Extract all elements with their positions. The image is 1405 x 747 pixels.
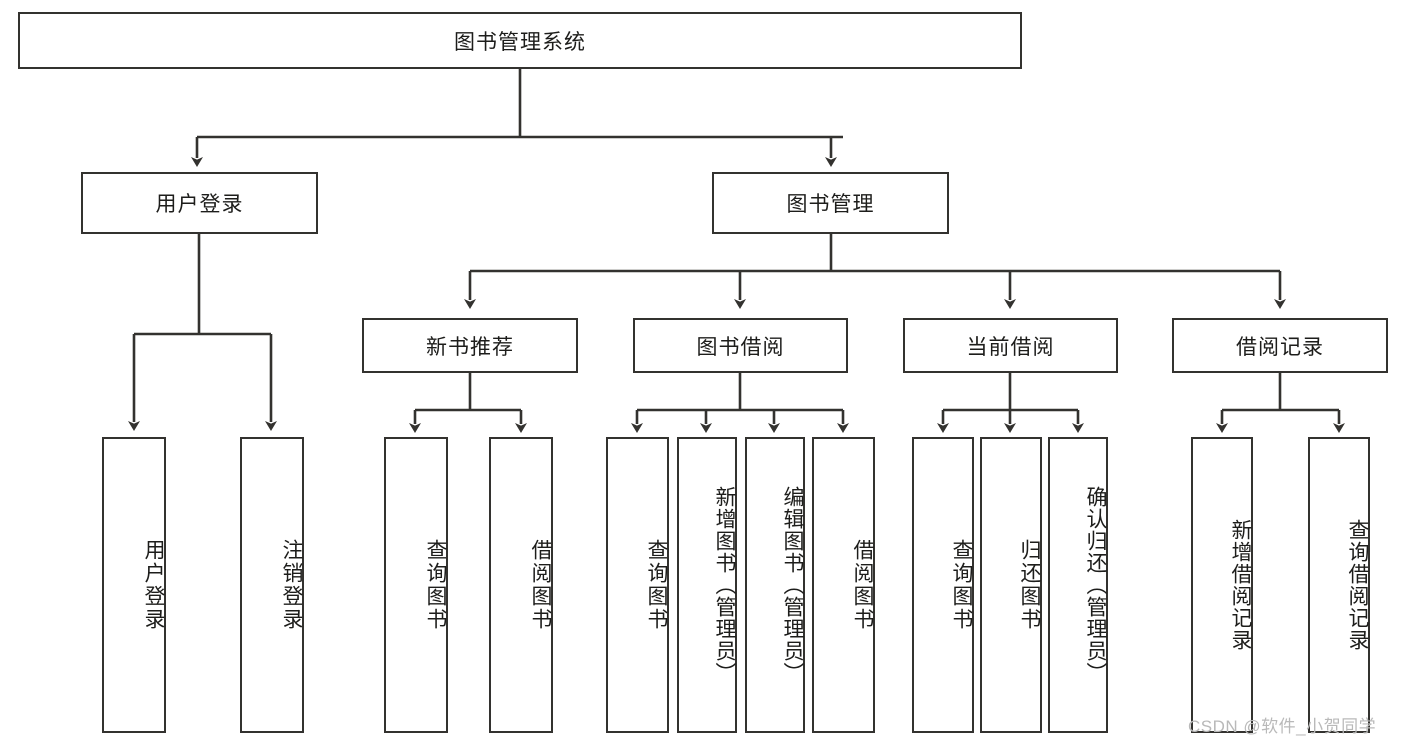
- node-leaf-return-book-label: 归还图书: [1018, 539, 1041, 631]
- node-book-borrow[interactable]: 图书借阅: [633, 318, 848, 373]
- node-leaf-add-book[interactable]: 新增图书（管理员）: [677, 437, 737, 733]
- node-leaf-query-record-label: 查询借阅记录: [1346, 519, 1369, 651]
- node-leaf-borrow-book-2[interactable]: 借阅图书: [812, 437, 875, 733]
- node-new-book-recommend-label: 新书推荐: [426, 335, 514, 359]
- node-leaf-user-logout[interactable]: 注销登录: [240, 437, 304, 733]
- node-current-borrow[interactable]: 当前借阅: [903, 318, 1118, 373]
- node-root[interactable]: 图书管理系统: [18, 12, 1022, 69]
- node-leaf-query-record[interactable]: 查询借阅记录: [1308, 437, 1370, 733]
- node-user-login-label: 用户登录: [155, 193, 244, 216]
- edge-group-book-manage: [464, 234, 1286, 309]
- node-user-login[interactable]: 用户登录: [81, 172, 318, 234]
- node-leaf-add-record[interactable]: 新增借阅记录: [1191, 437, 1253, 733]
- node-leaf-borrow-book-1-label: 借阅图书: [529, 539, 552, 631]
- node-leaf-confirm-return-label: 确认归还（管理员）: [1084, 486, 1107, 684]
- node-leaf-borrow-book-2-label: 借阅图书: [851, 539, 874, 631]
- node-leaf-add-book-label: 新增图书（管理员）: [713, 486, 736, 684]
- watermark-text: CSDN @软件_小贺同学: [1188, 717, 1377, 736]
- node-leaf-confirm-return[interactable]: 确认归还（管理员）: [1048, 437, 1108, 733]
- node-leaf-edit-book[interactable]: 编辑图书（管理员）: [745, 437, 805, 733]
- node-leaf-user-login-label: 用户登录: [142, 539, 165, 631]
- node-current-borrow-label: 当前借阅: [966, 335, 1055, 359]
- node-leaf-add-record-label: 新增借阅记录: [1229, 519, 1252, 651]
- node-leaf-user-login[interactable]: 用户登录: [102, 437, 166, 733]
- node-book-manage[interactable]: 图书管理: [712, 172, 949, 234]
- node-leaf-query-book-1-label: 查询图书: [424, 539, 447, 631]
- node-book-borrow-label: 图书借阅: [696, 335, 785, 359]
- node-new-book-recommend[interactable]: 新书推荐: [362, 318, 578, 373]
- edge-group-user-login: [128, 234, 277, 431]
- node-leaf-query-book-3[interactable]: 查询图书: [912, 437, 974, 733]
- edge-group-root: [191, 69, 843, 167]
- node-leaf-user-logout-label: 注销登录: [280, 539, 303, 631]
- node-borrow-record[interactable]: 借阅记录: [1172, 318, 1388, 373]
- node-book-manage-label: 图书管理: [786, 193, 875, 216]
- node-leaf-query-book-2[interactable]: 查询图书: [606, 437, 669, 733]
- edge-group-book-borrow: [631, 373, 849, 433]
- edge-group-new-book-recommend: [409, 373, 527, 433]
- node-leaf-edit-book-label: 编辑图书（管理员）: [781, 486, 804, 684]
- edge-group-current-borrow: [937, 373, 1084, 433]
- edge-group-borrow-record: [1216, 373, 1345, 433]
- node-root-label: 图书管理系统: [454, 30, 586, 54]
- node-borrow-record-label: 借阅记录: [1236, 335, 1324, 359]
- node-leaf-return-book[interactable]: 归还图书: [980, 437, 1042, 733]
- node-leaf-borrow-book-1[interactable]: 借阅图书: [489, 437, 553, 733]
- node-leaf-query-book-3-label: 查询图书: [950, 539, 973, 631]
- node-leaf-query-book-1[interactable]: 查询图书: [384, 437, 448, 733]
- node-leaf-query-book-2-label: 查询图书: [645, 539, 668, 631]
